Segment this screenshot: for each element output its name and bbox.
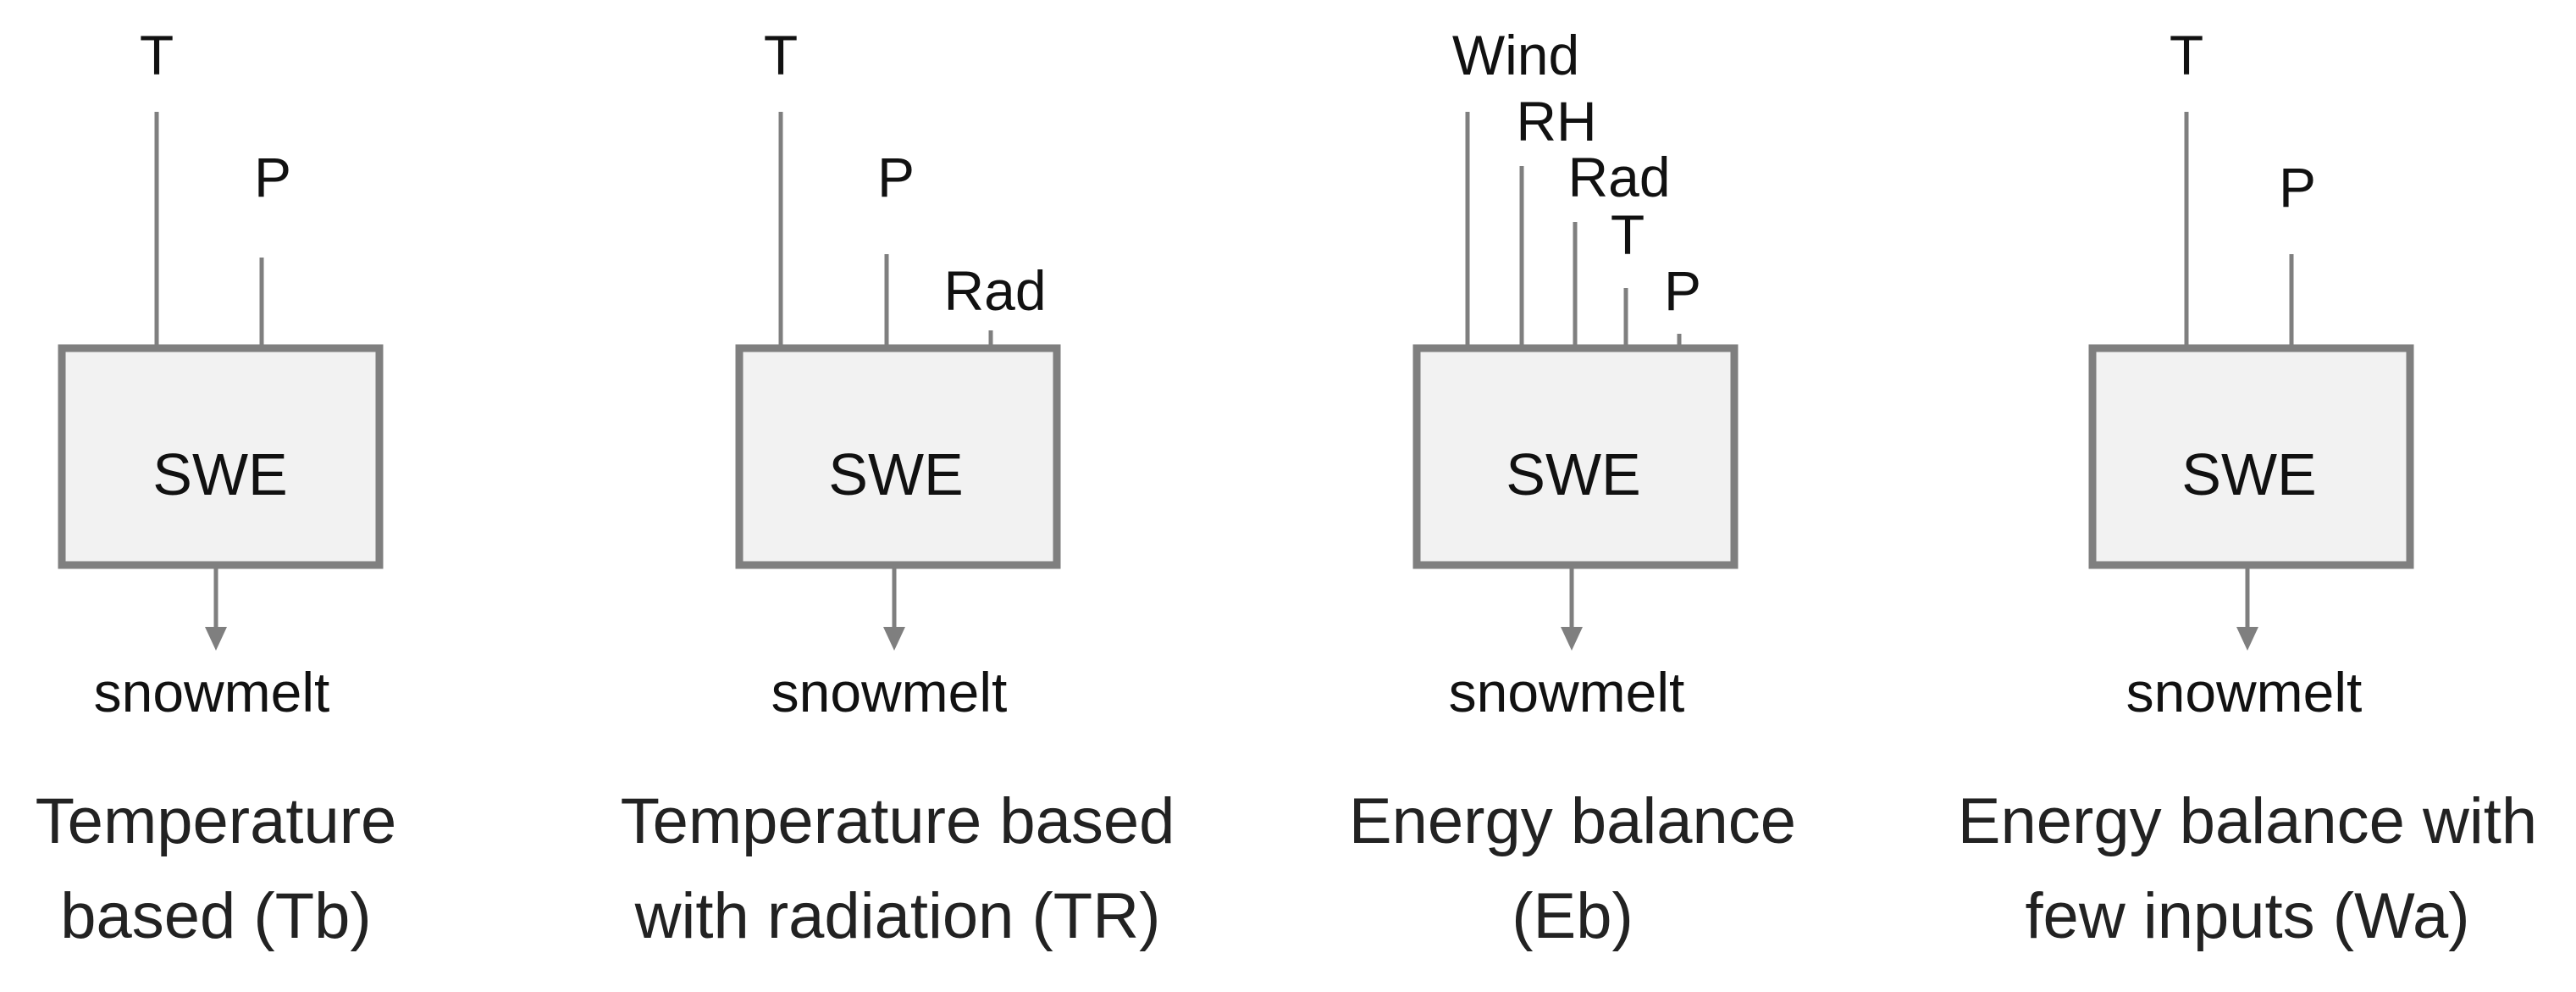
input-label-t: T (1611, 203, 1645, 266)
panel-temperature-radiation: T P Rad SWE snowmelt Temperature based w… (621, 24, 1175, 952)
swe-label: SWE (1506, 441, 1640, 507)
output-label-snowmelt: snowmelt (771, 661, 1008, 723)
input-label-wind: Wind (1452, 24, 1579, 86)
swe-label: SWE (2181, 441, 2316, 507)
swe-box (735, 344, 1061, 569)
input-label-t: T (140, 24, 174, 86)
swe-label: SWE (828, 441, 963, 507)
panel-energy-balance-few-inputs: T P SWE snowmelt Energy balance with few… (1958, 24, 2537, 952)
input-label-t: T (2170, 24, 2203, 86)
arrowhead (205, 627, 227, 651)
caption-line-2: few inputs (Wa) (2025, 880, 2469, 952)
input-label-p: P (877, 146, 915, 208)
caption-line-1: Energy balance (1349, 785, 1796, 857)
caption-line-2: based (Tb) (60, 880, 372, 952)
input-label-rad: Rad (943, 259, 1046, 322)
caption-line-1: Temperature based (621, 785, 1175, 857)
panel-energy-balance: Wind RH Rad T P SWE snowmelt Energy bala… (1349, 24, 1796, 952)
output-label-snowmelt: snowmelt (94, 661, 330, 723)
caption-line-2: with radiation (TR) (634, 880, 1161, 952)
output-label-snowmelt: snowmelt (1449, 661, 1685, 723)
arrowhead (883, 627, 905, 651)
input-label-rad: Rad (1567, 146, 1670, 208)
panel-temperature-based: T P SWE snowmelt Temperature based (Tb) (36, 24, 397, 952)
input-label-p: P (2279, 156, 2316, 219)
caption-line-1: Energy balance with (1958, 785, 2537, 857)
input-label-t: T (764, 24, 798, 86)
swe-label: SWE (152, 441, 287, 507)
input-label-p: P (254, 146, 291, 208)
arrowhead (1561, 627, 1583, 651)
caption-line-1: Temperature (36, 785, 397, 857)
arrowhead (2236, 627, 2258, 651)
caption-line-2: (Eb) (1512, 880, 1633, 952)
input-label-p: P (1664, 259, 1701, 322)
input-label-rh: RH (1516, 90, 1596, 152)
output-label-snowmelt: snowmelt (2126, 661, 2363, 723)
swe-box (1412, 344, 1739, 569)
swe-box (2088, 344, 2414, 569)
swe-box (58, 344, 384, 569)
